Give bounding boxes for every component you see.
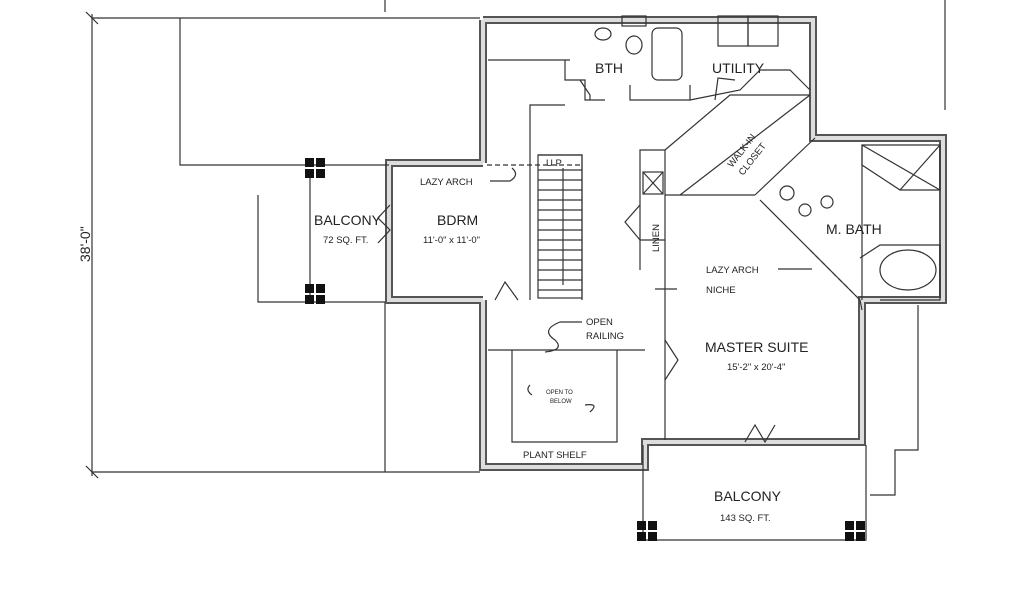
room-label-master-suite: MASTER SUITE <box>705 339 808 355</box>
staircase[interactable] <box>537 154 583 299</box>
stair-up-label: U P <box>546 158 562 169</box>
niche-box <box>642 171 664 195</box>
room-size-master-suite: 15'-2" x 20'-4" <box>727 362 785 373</box>
room-size-bdrm: 11'-0" x 11'-0" <box>423 235 480 246</box>
annotation-open-railing-2: RAILING <box>586 331 624 342</box>
leader-lines <box>490 167 812 413</box>
annotation-open-railing-1: OPEN <box>586 317 613 328</box>
label-open-to-below-1: OPEN TO <box>546 390 573 396</box>
bathtub-icon <box>651 27 683 81</box>
dimension-label: 38'-0" <box>77 226 93 262</box>
room-area-balcony-left: 72 SQ. FT. <box>323 235 368 246</box>
dryer-icon <box>747 15 779 47</box>
door-master-balcony <box>744 423 776 444</box>
room-label-linen: LINEN <box>651 224 662 252</box>
shower-icon <box>861 144 941 191</box>
room-label-plant-shelf: PLANT SHELF <box>523 450 587 461</box>
room-label-balcony-bottom: BALCONY <box>714 488 782 504</box>
toilet-icon <box>625 35 643 55</box>
annotation-lazy-arch-bdrm: LAZY ARCH <box>420 177 473 188</box>
tub-icon <box>879 249 937 291</box>
annotation-niche: NICHE <box>706 285 736 296</box>
door-utility <box>714 77 736 101</box>
room-label-bdrm: BDRM <box>437 212 478 228</box>
doors[interactable] <box>377 77 776 444</box>
balcony-bottom <box>637 445 867 541</box>
room-label-utility: UTILITY <box>712 60 765 76</box>
room-area-balcony-bottom: 143 SQ. FT. <box>720 513 771 524</box>
label-open-to-below-2: BELOW <box>550 399 572 405</box>
footprint-outline <box>92 0 946 496</box>
fixtures <box>485 15 941 301</box>
door-master <box>664 339 679 381</box>
door-bdrm-balcony <box>377 204 391 244</box>
door-bdrm <box>494 280 519 301</box>
room-label-balcony-left: BALCONY <box>314 212 382 228</box>
interior-walls <box>488 59 863 443</box>
door-bth <box>579 79 591 100</box>
sink-icon <box>594 27 612 41</box>
dimension-line <box>85 11 99 479</box>
room-label-bth: BTH <box>595 60 623 76</box>
annotation-lazy-arch-master: LAZY ARCH <box>706 265 759 276</box>
balcony-left <box>305 158 389 304</box>
room-label-m-bath: M. BATH <box>826 221 882 237</box>
door-linen <box>624 204 641 241</box>
